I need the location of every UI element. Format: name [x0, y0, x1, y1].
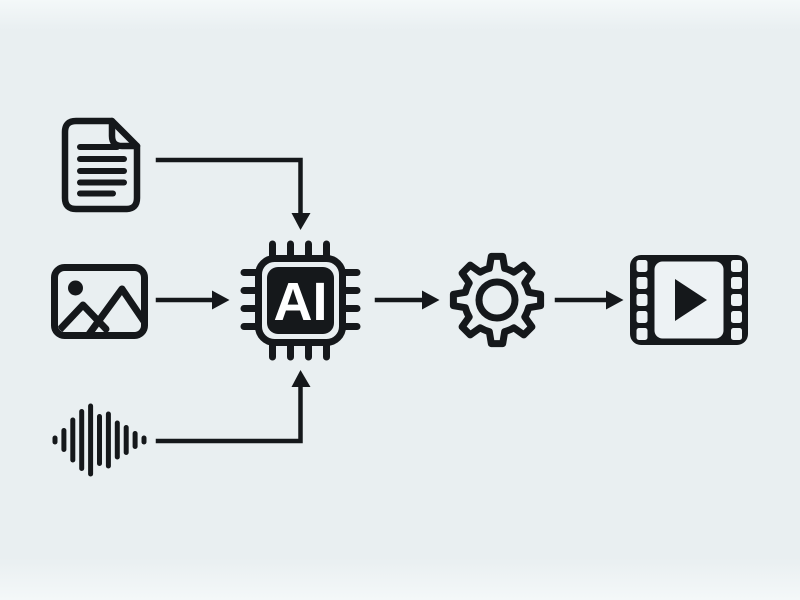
sprocket-hole	[731, 328, 742, 340]
waveform-bar	[114, 420, 120, 460]
arrow-image-to-chip	[155, 290, 230, 310]
chip-outline	[255, 255, 346, 346]
sprocket-hole	[731, 294, 742, 306]
sprocket-hole	[636, 277, 648, 289]
arrow-chip-to-gear	[374, 290, 440, 310]
waveform-bar	[105, 411, 111, 469]
waveform-bar	[61, 428, 67, 452]
sprocket-hole	[636, 311, 648, 323]
gear-hub-hole	[475, 278, 519, 322]
waveform-bar	[132, 431, 138, 449]
sprocket-hole	[636, 260, 648, 272]
waveform-bar	[79, 409, 85, 471]
film-play-icon	[630, 255, 748, 345]
arrow-document-to-chip	[155, 157, 311, 230]
chip-label: AI	[274, 272, 328, 332]
image-icon	[51, 264, 148, 339]
play-triangle-icon	[675, 279, 707, 321]
arrowhead-right	[422, 290, 440, 310]
chip-core	[267, 267, 334, 334]
arrow-gear-to-film	[554, 290, 624, 310]
document-text-lines	[77, 144, 127, 197]
gear-icon	[449, 252, 545, 348]
arrow-audio-to-chip	[155, 370, 311, 444]
image-sun-dot	[68, 280, 83, 296]
sprocket-hole	[731, 260, 742, 272]
waveform-bar	[70, 417, 76, 463]
waveform-bar	[123, 425, 129, 455]
waveform-bar	[141, 435, 147, 445]
arrowhead-right	[606, 290, 624, 310]
audio-waveform-icon	[52, 403, 147, 477]
gear-teeth-outline	[449, 252, 545, 348]
waveform-bar	[52, 435, 58, 445]
ai-chip-icon: AI	[240, 240, 361, 361]
waveform-bar	[97, 414, 102, 466]
sprocket-hole	[731, 277, 742, 289]
sprocket-hole	[636, 294, 648, 306]
arrowhead-right	[212, 290, 230, 310]
sprocket-hole	[731, 311, 742, 323]
waveform-bar	[88, 403, 94, 477]
chip-pins	[240, 240, 361, 361]
film-sprocket-holes	[636, 260, 742, 340]
document-icon	[61, 117, 141, 213]
arrowhead-down	[291, 213, 311, 230]
sprocket-hole	[636, 328, 648, 340]
arrowhead-up	[291, 370, 311, 387]
image-mountains	[58, 285, 141, 332]
